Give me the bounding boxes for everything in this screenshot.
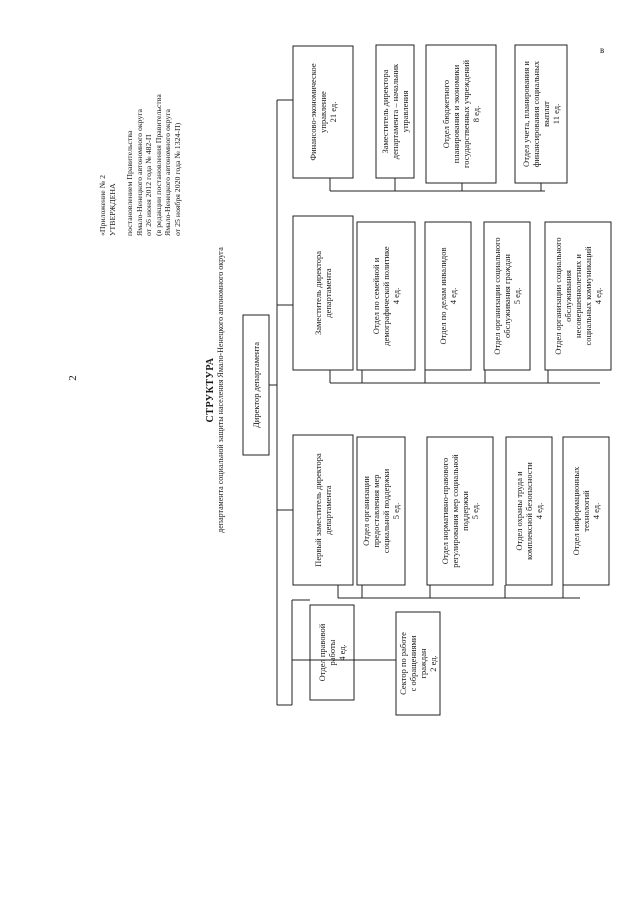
budget-dept-label: Отдел бюджетного планирования и экономик… [440,59,482,169]
appeals-sector-label: Сектор по работе с обращениями граждан 2… [397,632,439,695]
legal-dept-box [309,604,355,701]
accounting-dept-box [514,44,568,184]
corner-mark: в [600,45,605,55]
regulation-dept-box [426,436,494,586]
it-dept-label: Отдел информационных технологий 4 ед. [570,466,602,556]
disabled-dept-box [424,221,472,371]
family-dept-label: Отдел по семейной и демографической поли… [370,246,402,346]
finance-dept-box [292,45,354,179]
finance-dept-label: Финансово-экономическое управление 21 ед… [307,63,339,161]
appeals-sector-box [395,611,441,716]
labor-safety-dept-box [505,436,553,586]
social-support-dept-box [356,436,406,586]
accounting-dept-label: Отдел учета, планирования и финансирован… [520,60,562,168]
deputy-box [292,215,354,371]
budget-dept-box [425,44,497,184]
social-service-dept-box [483,221,531,371]
finance-deputy-head-label: Заместитель директора департамента – нач… [379,63,411,160]
first-deputy-label: Первый заместитель директора департамент… [312,453,333,567]
social-support-dept-label: Отдел организации предоставления мер соц… [360,468,402,554]
it-dept-box [562,436,610,586]
labor-safety-dept-label: Отдел охраны труда и комплексной безопас… [513,462,545,560]
director-label: Директор департамента [250,341,261,429]
minors-dept-box [544,221,612,371]
social-service-dept-label: Отдел организации социального обслуживан… [491,237,523,355]
minors-dept-label: Отдел организации социального обслуживан… [552,237,604,355]
finance-deputy-head-box [375,44,415,179]
deputy-label: Заместитель директора департамента [312,251,333,335]
legal-dept-label: Отдел правовой работы 4 ед. [316,623,348,682]
first-deputy-box [292,434,354,586]
disabled-dept-label: Отдел по делам инвалидов 4 ед. [437,247,458,345]
regulation-dept-label: Отдел нормативно-правового регулирования… [439,454,481,568]
family-dept-box [356,221,416,371]
